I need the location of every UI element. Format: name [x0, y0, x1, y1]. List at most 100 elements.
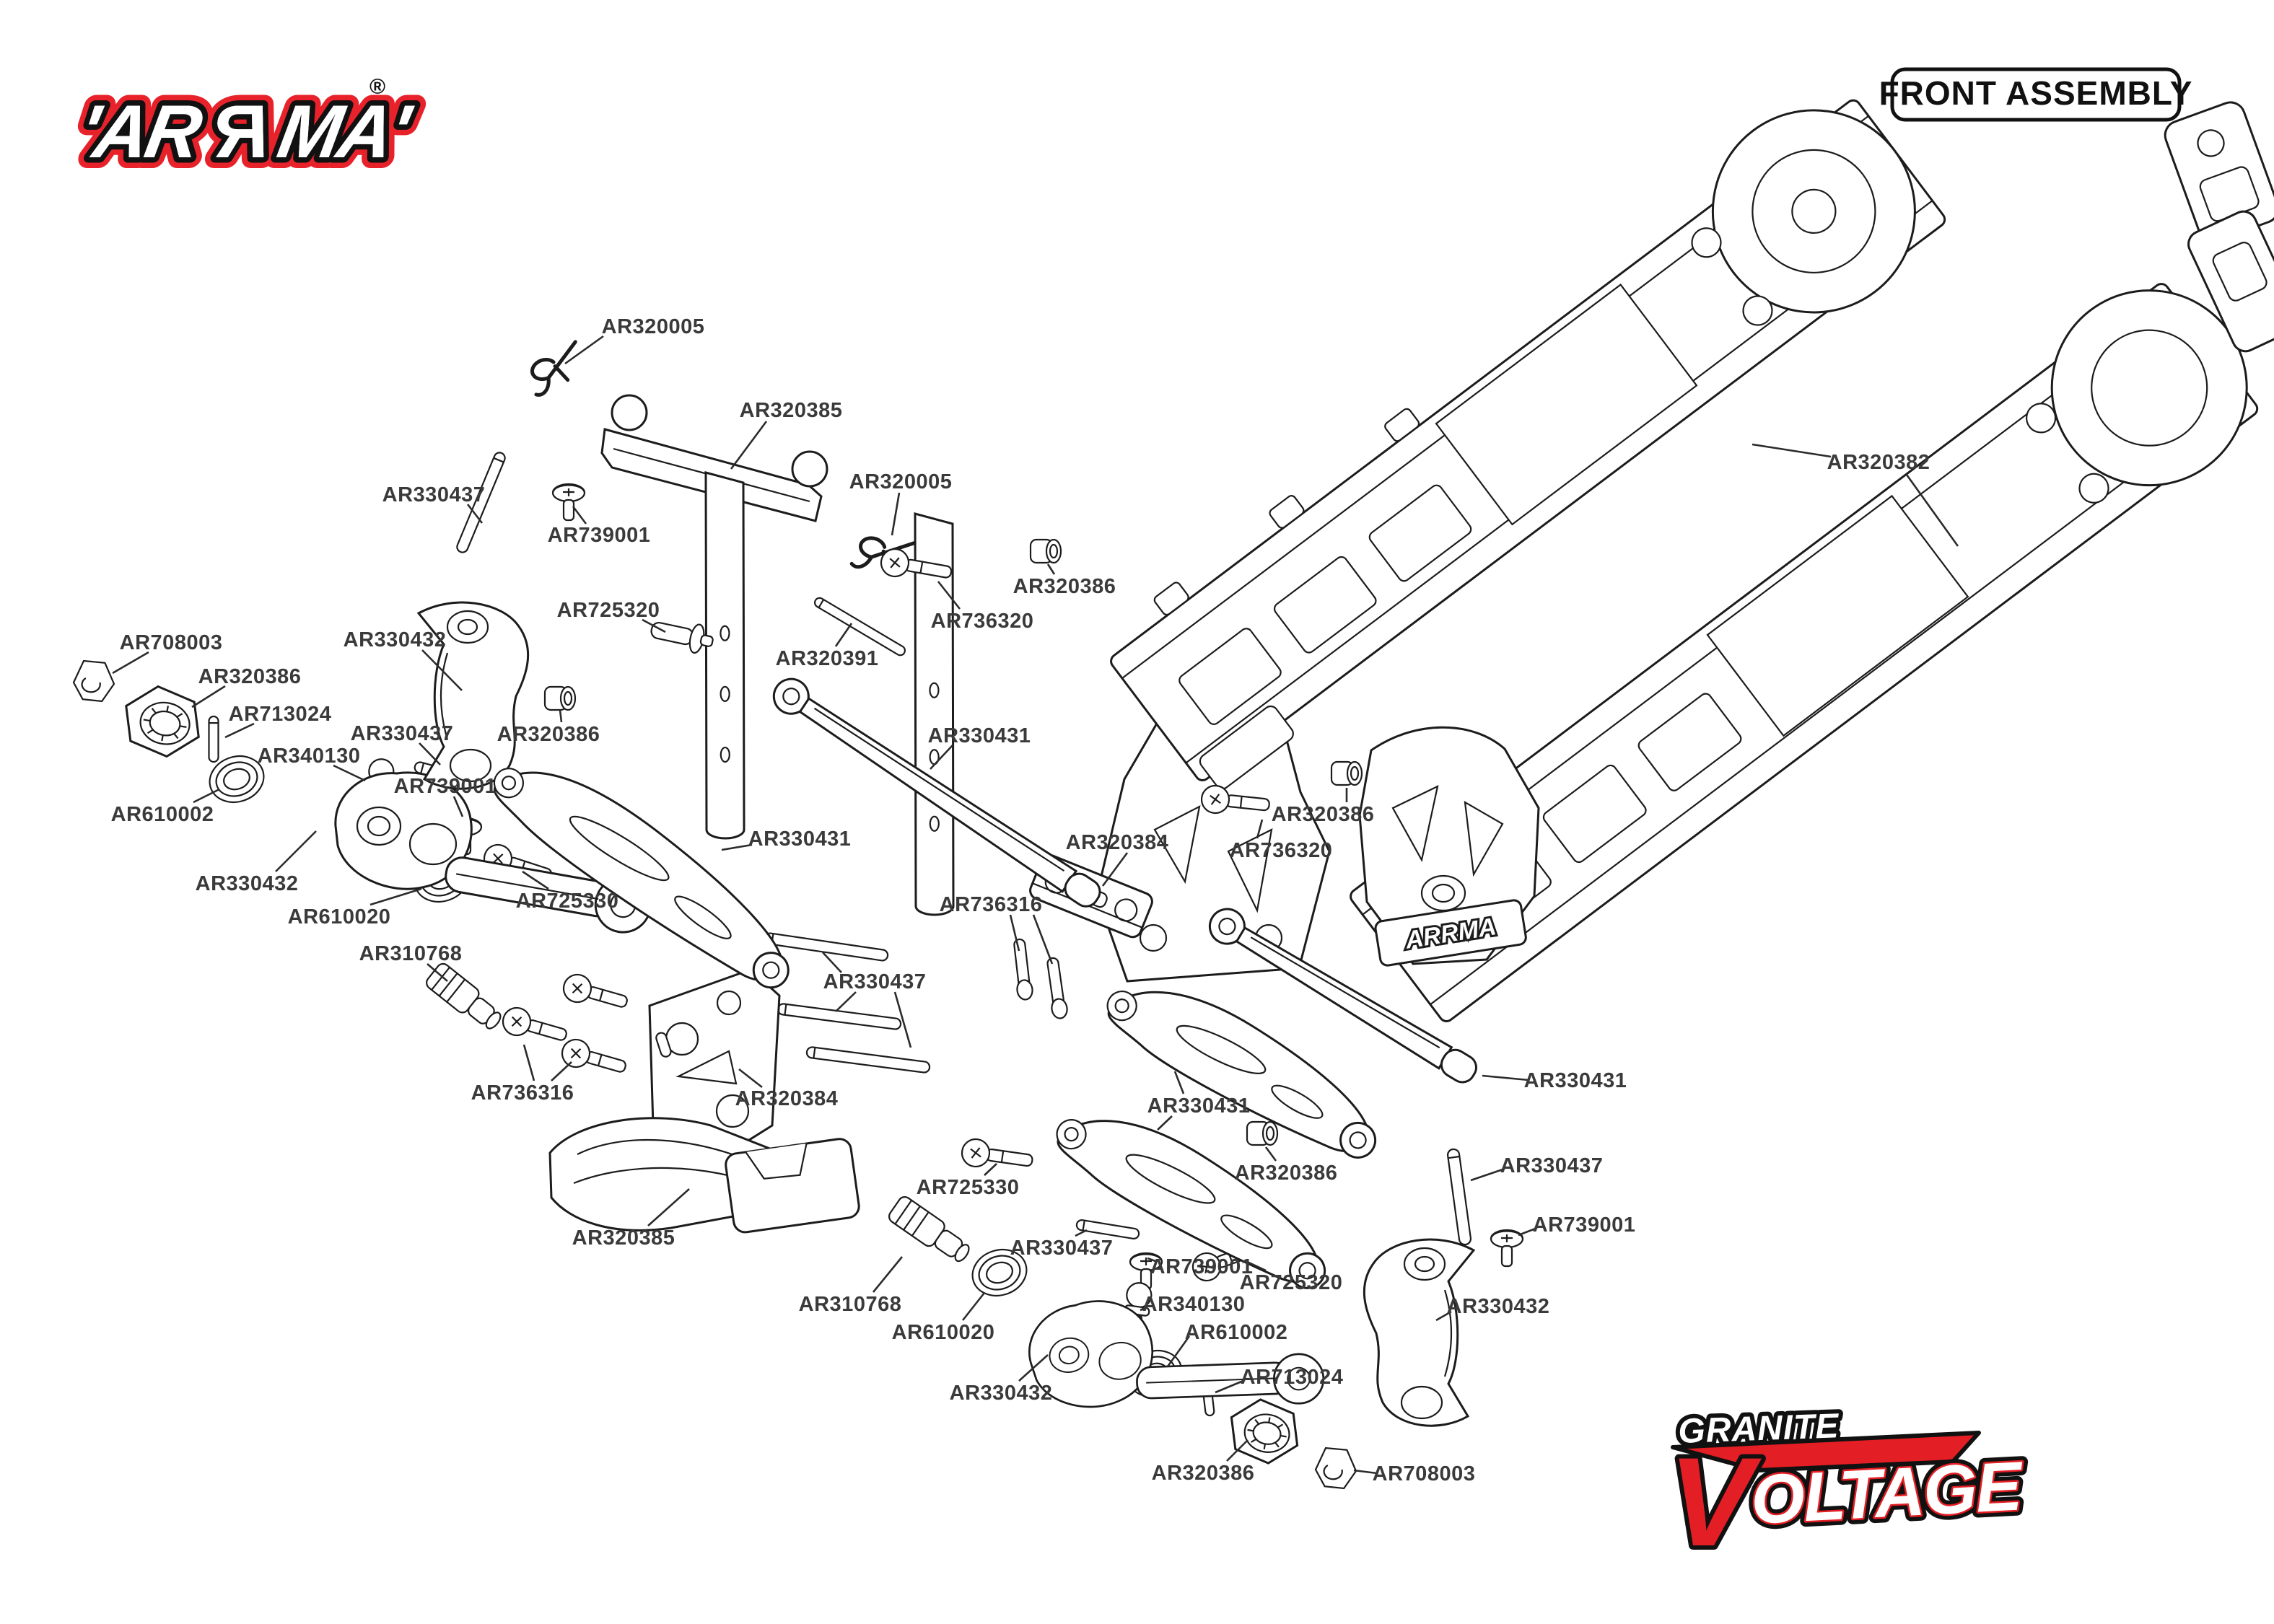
part-label-ar610002-18: AR610002	[111, 803, 214, 826]
part-label-ar330437-2: AR330437	[382, 483, 486, 506]
leader-line	[522, 1044, 535, 1081]
arrma-logo-glyphs: MA'	[272, 90, 418, 174]
leader-line	[1166, 1335, 1191, 1367]
arrma-logo-glyphs: 'AR	[73, 90, 208, 174]
steering-link-icon	[772, 677, 1101, 908]
part-label-ar320386-42: AR320386	[1235, 1162, 1338, 1185]
part-label-ar320385-1: AR320385	[740, 399, 843, 422]
part-label-ar340130-36: AR340130	[1142, 1293, 1246, 1316]
part-label-ar713024-38: AR713024	[1241, 1366, 1344, 1389]
part-label-ar310768-32: AR310768	[799, 1293, 902, 1316]
flat-head-screw-icon	[551, 483, 586, 522]
hinge-pin-head-icon	[1046, 957, 1068, 1019]
part-label-ar708003-12: AR708003	[120, 631, 223, 654]
part-label-ar330431-23: AR330431	[748, 828, 852, 851]
part-label-ar330431-47: AR330431	[1524, 1069, 1627, 1092]
hinge-pin-icon	[208, 715, 219, 763]
leader-line	[937, 581, 961, 610]
part-label-ar739001-35: AR739001	[1150, 1255, 1254, 1278]
leader-line	[1046, 563, 1056, 575]
part-label-ar725330-30: AR725330	[917, 1176, 1020, 1199]
phillips-screw-icon	[880, 548, 953, 579]
exploded-parts	[72, 340, 1524, 1490]
leader-line	[572, 506, 587, 524]
leader-line	[1518, 1226, 1538, 1237]
part-label-ar310768-21: AR310768	[359, 942, 463, 965]
leader-line	[369, 887, 422, 906]
bumper-mount	[725, 1138, 860, 1234]
phillips-screw-icon	[1200, 784, 1270, 815]
body-post	[704, 471, 745, 840]
hinge-pin-icon	[1446, 1148, 1472, 1246]
hinge-pin-icon	[813, 597, 906, 657]
part-label-ar330431-41: AR330431	[1147, 1094, 1251, 1118]
part-label-ar708003-40: AR708003	[1373, 1462, 1476, 1485]
part-label-ar330437-26: AR330437	[823, 970, 927, 993]
bushing-icon	[1246, 1120, 1279, 1146]
plate-body	[1110, 99, 1946, 790]
part-label-ar340130-16: AR340130	[258, 745, 361, 768]
bushing-icon	[543, 685, 577, 711]
assembly-badge: FRONT ASSEMBLY	[1879, 67, 2192, 122]
leader-line	[1470, 1167, 1505, 1182]
steering-post-icon	[426, 962, 502, 1030]
leader-line	[1752, 443, 1832, 458]
leader-line	[1243, 1259, 1267, 1272]
chassis-line-art: ARRMA	[1096, 99, 2274, 1022]
leader-line	[1905, 474, 1959, 547]
hex-nut-icon	[125, 685, 200, 758]
leader-line	[112, 651, 149, 675]
body-post	[914, 512, 955, 916]
side-bracket	[2187, 210, 2274, 353]
bushing-icon	[1029, 538, 1062, 564]
steering-post-icon	[888, 1195, 970, 1263]
caster-block-icon	[416, 601, 530, 790]
leader-line	[891, 492, 901, 536]
leader-line	[647, 1188, 690, 1226]
part-label-ar330432-44: AR330432	[1447, 1295, 1550, 1318]
part-label-ar330437-15: AR330437	[351, 722, 454, 745]
part-label-ar320384-24: AR320384	[1066, 831, 1169, 854]
leader-line	[835, 991, 857, 1012]
leader-line	[984, 1163, 997, 1176]
leader-line	[961, 1292, 986, 1321]
part-label-ar320386-39: AR320386	[1152, 1462, 1255, 1485]
part-label-ar330431-11: AR330431	[928, 724, 1031, 747]
leader-line	[333, 764, 366, 782]
leader-line	[822, 952, 842, 973]
steering-knuckle-icon	[334, 771, 652, 934]
leader-line	[1147, 1257, 1156, 1263]
part-label-ar736320-50: AR736320	[1230, 839, 1333, 862]
part-label-ar320384-28: AR320384	[735, 1087, 839, 1110]
leader-line	[1101, 852, 1129, 887]
part-label-ar320386-9: AR320386	[1013, 575, 1116, 598]
leader-lines	[112, 335, 1959, 1475]
steering-knuckle-icon	[1028, 1300, 1325, 1408]
assembly-badge-frame	[1890, 67, 2182, 122]
phillips-screw-icon	[502, 1006, 567, 1041]
arrma-logo-glyphs: 'AR	[73, 90, 208, 174]
bearing-icon	[971, 1249, 1028, 1296]
bearing-icon	[209, 755, 265, 803]
chassis-side-plate-bottom: ARRMA	[1350, 210, 2274, 1022]
leader-line	[419, 742, 441, 765]
steering-arm	[1136, 1353, 1325, 1405]
part-label-ar320386-7: AR320386	[497, 723, 600, 746]
leader-line	[872, 1256, 904, 1293]
part-label-ar739001-3: AR739001	[548, 524, 651, 547]
leader-line	[275, 830, 317, 872]
part-label-ar320386-49: AR320386	[1272, 803, 1375, 826]
suspension-arm-icon	[493, 768, 790, 989]
leader-line	[642, 618, 666, 633]
body-mount-icon	[600, 394, 955, 916]
phillips-screw-icon	[561, 1038, 626, 1073]
leader-line	[1157, 1115, 1173, 1131]
part-label-ar320385-29: AR320385	[572, 1226, 675, 1250]
voltage-v-glyph: V	[1669, 1432, 1762, 1573]
shoulder-screw-icon	[650, 622, 714, 654]
leader-line	[1018, 1354, 1049, 1382]
leader-line	[564, 335, 604, 365]
